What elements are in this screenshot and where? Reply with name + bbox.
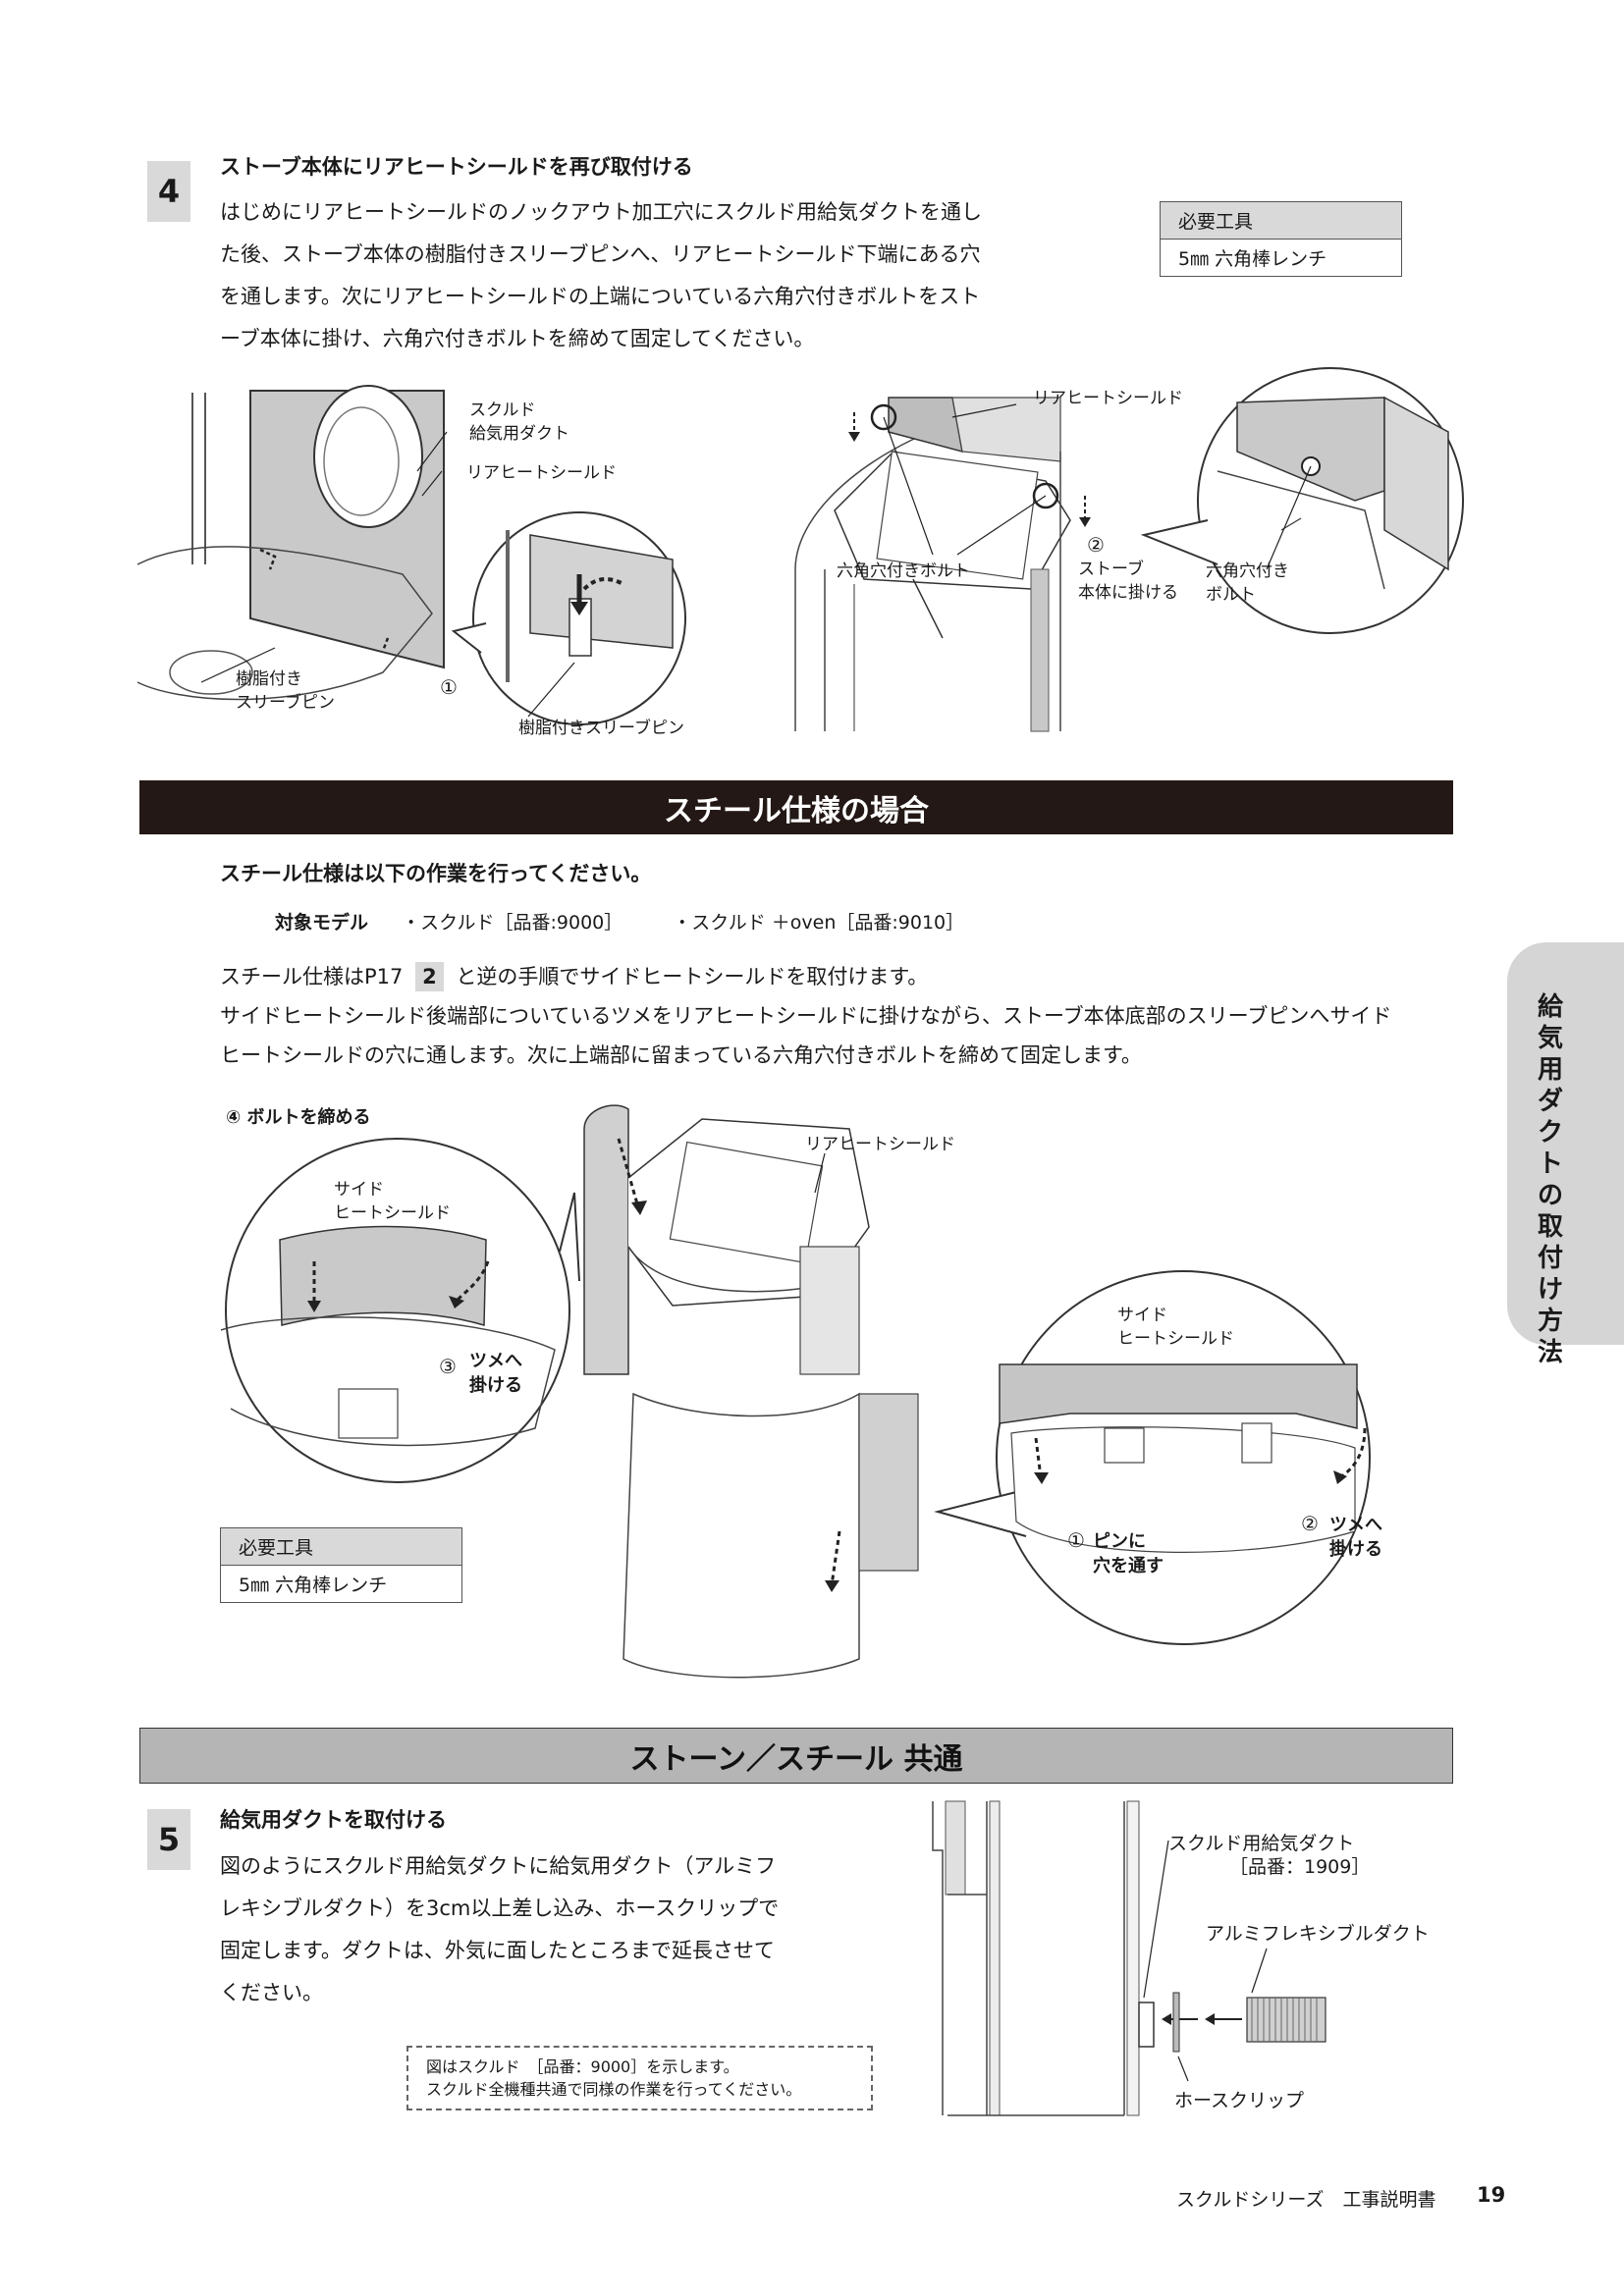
- side-shield-zoom-right: [934, 1270, 1371, 1645]
- label-part-no: ［品番：1909］: [1229, 1856, 1371, 1878]
- model-9000: ・スクルド［品番:9000］: [402, 912, 623, 934]
- label-sleeve-pin: 樹脂付き スリーブピン: [236, 669, 335, 713]
- side-tab-label: 給気用ダクトの取付け方法: [1537, 992, 1563, 1367]
- steel-banner: スチール仕様の場合: [139, 780, 1453, 834]
- models-label: 対象モデル: [275, 912, 369, 934]
- aluminum-duct: [1246, 1997, 1326, 2043]
- text-line: はじめにリアヒートシールドのノックアウト加工穴にスクルド用給気ダクトを通し: [220, 200, 982, 224]
- label-circle-1b: ①: [1067, 1528, 1085, 1552]
- label-hex-bolt-zoom: 六角穴付き ボルト: [1206, 561, 1289, 605]
- label-skuld-duct: スクルド用給気ダクト: [1168, 1833, 1355, 1854]
- label-circle-2: ②: [1087, 533, 1105, 557]
- step-number-4: 4: [147, 161, 190, 222]
- tools-value: 5㎜ 六角棒レンチ: [239, 1575, 388, 1596]
- label-duct: スクルド 給気用ダクト: [469, 400, 569, 444]
- text-line: を通します。次にリアヒートシールドの上端についている六角穴付きボルトをスト: [220, 285, 981, 308]
- label-circle-3: ③: [439, 1355, 457, 1378]
- text-line: 図のようにスクルド用給気ダクトに給気用ダクト（アルミフ: [220, 1854, 777, 1878]
- page-number: 19: [1477, 2183, 1506, 2207]
- label-alu-duct: アルミフレキシブルダクト: [1206, 1923, 1430, 1945]
- label-hose-clip: ホースクリップ: [1174, 2090, 1305, 2111]
- step-number-5: 5: [147, 1809, 190, 1870]
- text-line-rest: と逆の手順でサイドヒートシールドを取付けます。: [456, 965, 929, 988]
- text-line: レキシブルダクト）を3cm以上差し込み、ホースクリップで: [220, 1896, 780, 1920]
- model-9010: ・スクルド ＋oven［品番:9010］: [673, 912, 965, 934]
- target-models: 対象モデル ・スクルド［品番:9000］ ・スクルド ＋oven［品番:9010…: [275, 908, 964, 934]
- common-banner: ストーン／スチール 共通: [139, 1728, 1453, 1784]
- stove-steel-body: [583, 1104, 919, 1679]
- label-rear-shield: リアヒートシールド: [466, 463, 617, 483]
- note-line: スクルド全機種共通で同様の作業を行ってください。: [426, 2080, 802, 2099]
- text-line: 固定します。ダクトは、外気に面したところまで延長させて: [220, 1939, 775, 1962]
- label-rear-shield-steel: リアヒートシールド: [805, 1135, 955, 1154]
- page-ref: スチール仕様はP17: [220, 965, 404, 988]
- label-side-shield-2: サイド ヒートシールド: [1117, 1306, 1234, 1349]
- step-description: はじめにリアヒートシールドのノックアウト加工穴にスクルド用給気ダクトを通し た後…: [220, 191, 1025, 360]
- required-tools-box-steel: 必要工具 5㎜ 六角棒レンチ: [220, 1527, 462, 1603]
- tools-header: 必要工具: [1161, 202, 1401, 240]
- label-rear-shield-2: リアヒートシールド: [1033, 389, 1183, 408]
- label-hang-on-stove: ストーブ 本体に掛ける: [1078, 560, 1178, 603]
- label-hex-bolt: 六角穴付きボルト: [837, 561, 970, 581]
- duct-connection-illustration: [932, 1800, 1326, 2116]
- side-shield-zoom-left: [220, 1138, 580, 1483]
- text-line: サイドヒートシールド後端部についているツメをリアヒートシールドに掛けながら、スト…: [220, 1004, 1392, 1028]
- steel-intro: スチール仕様は以下の作業を行ってください。: [220, 862, 652, 885]
- note-box: 図はスクルド ［品番：9000］を示します。 スクルド全機種共通で同様の作業を行…: [406, 2046, 873, 2110]
- steel-description: スチール仕様はP17 2 と逆の手順でサイドヒートシールドを取付けます。 サイド…: [220, 957, 1477, 1075]
- text-line: ーブ本体に掛け、六角穴付きボルトを締めて固定してください。: [220, 327, 815, 350]
- footer-doc-title: スクルドシリーズ 工事説明書: [1176, 2189, 1436, 2211]
- text-line: ください。: [220, 1981, 323, 2004]
- step-title: ストーブ本体にリアヒートシールドを再び取付ける: [220, 155, 693, 179]
- step-ref-badge: 2: [415, 962, 444, 991]
- label-hook: ツメへ 掛ける: [469, 1351, 522, 1396]
- label-pin-through: ピンに 穴を通す: [1093, 1531, 1164, 1576]
- text-line: スチール仕様はP17 2 と逆の手順でサイドヒートシールドを取付けます。: [220, 957, 1477, 996]
- section-side-tab: [1507, 942, 1624, 1345]
- tools-header: 必要工具: [221, 1528, 461, 1566]
- label-bolt-tighten: ④ ボルトを締める: [226, 1107, 371, 1128]
- step-description: 図のようにスクルド用給気ダクトに給気用ダクト（アルミフ レキシブルダクト）を3c…: [220, 1845, 809, 2014]
- text-line: ヒートシールドの穴に通します。次に上端部に留まっている六角穴付きボルトを締めて固…: [220, 1043, 1142, 1067]
- rear-shield-illustration: [136, 385, 686, 725]
- label-side-shield: サイド ヒートシールド: [334, 1180, 451, 1223]
- note-line: 図はスクルド ［品番：9000］を示します。: [426, 2057, 739, 2076]
- label-circle-1: ①: [440, 675, 458, 699]
- required-tools-box: 必要工具 5㎜ 六角棒レンチ: [1160, 201, 1402, 277]
- label-sleeve-pin-zoom: 樹脂付きスリーブピン: [518, 719, 684, 738]
- label-circle-2b: ②: [1301, 1512, 1319, 1535]
- tools-value: 5㎜ 六角棒レンチ: [1178, 248, 1327, 270]
- step-title: 給気用ダクトを取付ける: [220, 1808, 447, 1832]
- stove-top-illustration: [794, 367, 1464, 732]
- text-line: た後、ストーブ本体の樹脂付きスリーブピンへ、リアヒートシールド下端にある穴: [220, 242, 981, 266]
- label-hook-2: ツメへ 掛ける: [1329, 1515, 1382, 1560]
